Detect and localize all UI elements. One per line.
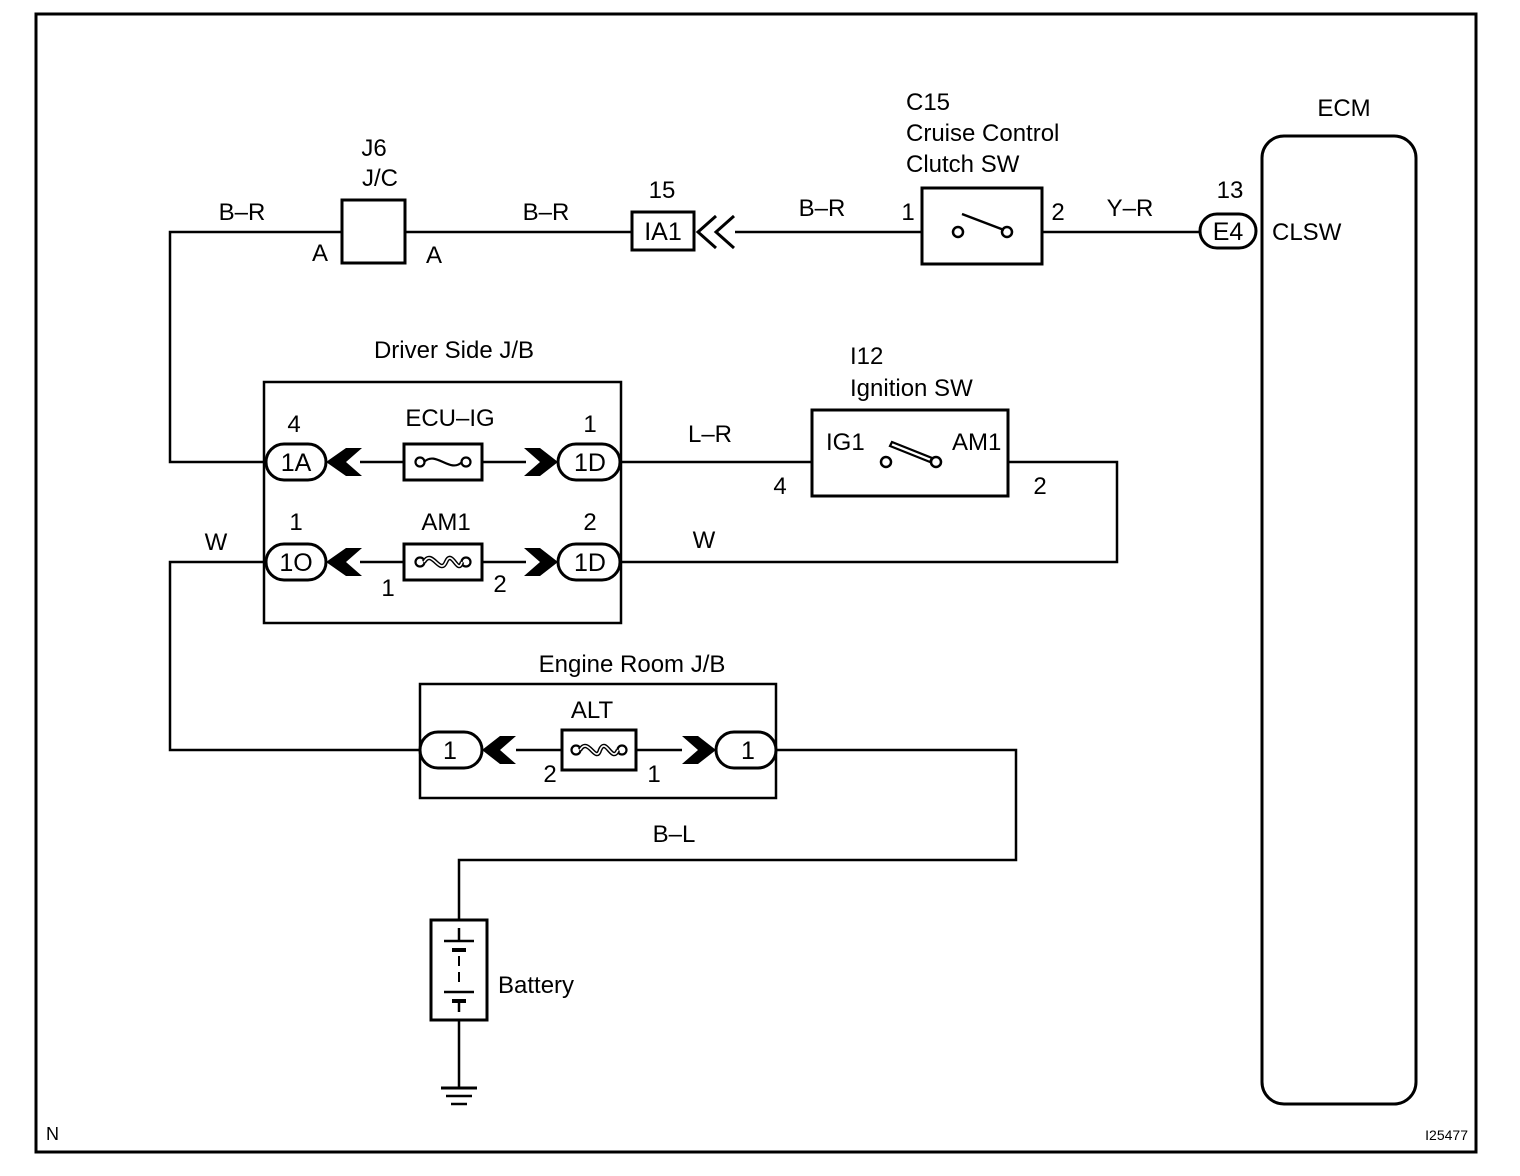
ecm-connector: E4 [1213,218,1244,246]
clutch-sw-code: C15 [906,89,950,116]
footer-left-mark: N [46,1124,59,1144]
driver-jb-label: Driver Side J/B [374,337,534,364]
ignition-sw-term-ig1: IG1 [826,429,865,456]
engine-jb-label: Engine Room J/B [539,651,726,678]
jc-name: J/C [362,165,398,192]
ia1-label: IA1 [644,218,682,246]
connector-arrow-icon [524,548,558,576]
fuse-icon [423,457,463,467]
ignition-sw-pin-2: 2 [1033,473,1046,500]
am1-pin-right: 2 [493,571,506,598]
alt-pin-right: 1 [647,761,660,788]
conn-1a-pin: 4 [287,411,300,438]
battery: Battery [429,918,574,1022]
conn-1d-bottom-pin: 2 [583,509,596,536]
battery-label: Battery [498,972,574,999]
ignition-sw-name: Ignition SW [850,375,973,402]
fuse-am1-label: AM1 [421,509,470,536]
wire-label-y-r: Y–R [1107,195,1154,222]
switch-contact-icon [888,440,934,464]
conn-1d-bottom: 1D [574,549,606,577]
ecm-label: ECM [1317,95,1370,122]
clutch-sw-name-1: Cruise Control [906,120,1059,147]
conn-1d-top-pin: 1 [583,411,596,438]
connector-ia1: IA1 15 [630,177,735,252]
connector-arrow-icon [482,736,516,764]
fuse-alt-label: ALT [571,697,614,724]
clutch-switch-c15: C15 Cruise Control Clutch SW 1 2 [901,89,1065,266]
junction-connector-j6: J6 J/C A A [312,135,442,269]
ia1-pin: 15 [649,177,676,204]
connector-arrow-icon [524,448,558,476]
engine-conn-right: 1 [741,737,755,765]
driver-side-jb: Driver Side J/B ECU–IG AM1 1 2 1A 4 1D 1… [262,337,623,625]
wire-label-b-l: B–L [653,821,696,848]
diagram-frame [34,12,1478,1154]
conn-1d-top: 1D [574,449,606,477]
alt-pin-left: 2 [543,761,556,788]
chevron-left-icon [695,214,717,250]
figure-id: I25477 [1425,1127,1468,1143]
wire-labels: B–R B–R B–R Y–R L–R W W B–L [205,195,1154,848]
connector-arrow-icon [682,736,716,764]
jc-pin-left: A [312,240,328,267]
clutch-sw-pin-2: 2 [1051,199,1064,226]
ignition-sw-code: I12 [850,343,883,370]
wire-label-w-right: W [693,527,716,554]
conn-1o: 1O [279,549,312,577]
wire-label-b-r-2: B–R [523,199,570,226]
chevron-left-icon [713,214,735,250]
conn-1a: 1A [281,449,312,477]
wire-label-b-r-3: B–R [799,195,846,222]
connector-arrow-icon [326,448,362,476]
ground-icon [441,1086,477,1106]
fuse-ecu-ig-label: ECU–IG [405,405,494,432]
wire-label-b-r-1: B–R [219,199,266,226]
connector-arrow-icon [326,548,362,576]
wires [168,230,1200,1088]
jc-code: J6 [361,135,386,162]
ecm: ECM E4 13 CLSW [1198,95,1418,1106]
engine-room-jb: Engine Room J/B ALT 2 1 1 1 [418,651,778,800]
ignition-switch-i12: I12 Ignition SW IG1 AM1 4 2 [773,343,1046,500]
wire-label-l-r: L–R [688,421,732,448]
wire-label-w-left: W [205,529,228,556]
jc-pin-right: A [426,242,442,269]
ecm-terminal: CLSW [1272,219,1342,246]
engine-conn-left: 1 [443,737,457,765]
ecm-pin: 13 [1217,177,1244,204]
conn-1o-pin: 1 [289,509,302,536]
am1-pin-left: 1 [381,575,394,602]
ignition-sw-pin-4: 4 [773,473,786,500]
ignition-sw-term-am1: AM1 [952,429,1001,456]
clutch-sw-name-2: Clutch SW [906,151,1020,178]
clutch-sw-pin-1: 1 [901,199,914,226]
